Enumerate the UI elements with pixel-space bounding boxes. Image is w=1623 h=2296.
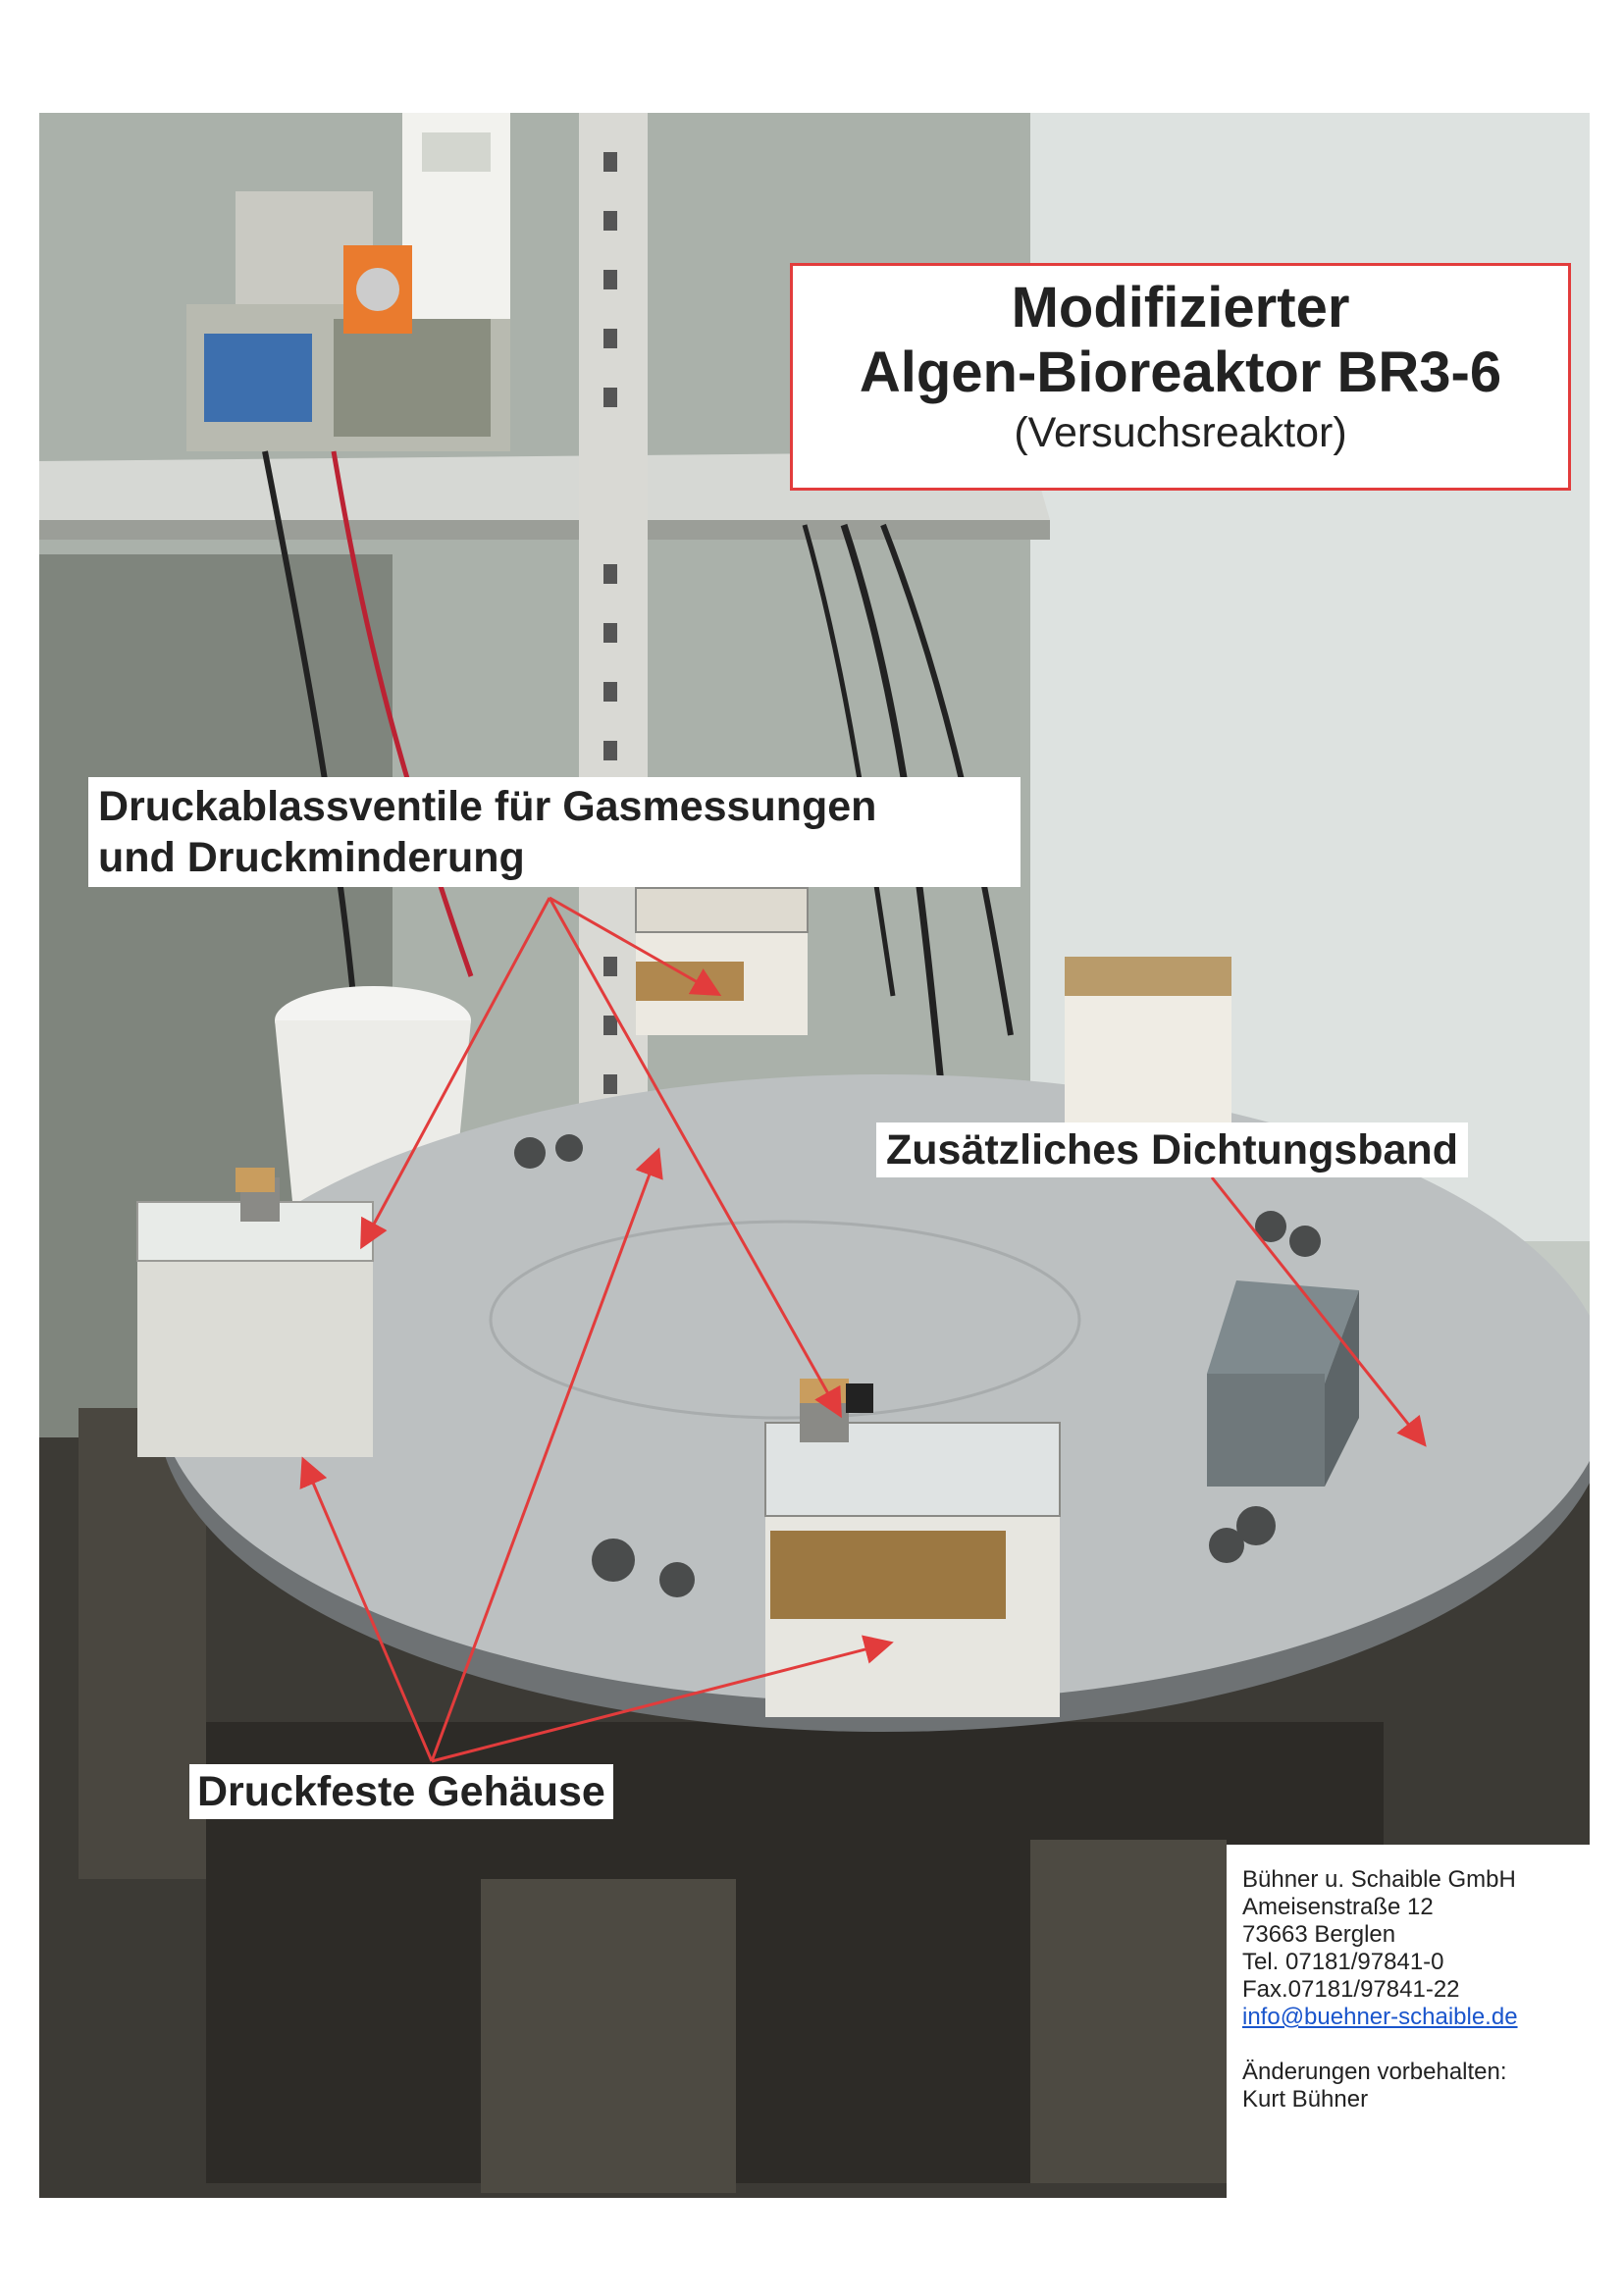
label-druckablass-line-1: Druckablassventile für Gasmessungen [98, 783, 877, 830]
contact-panel-visible: Bühner u. Schaible GmbH Ameisenstraße 12… [1227, 1845, 1590, 2198]
housing-center-back [635, 887, 809, 1035]
contact-author: Kurt Bühner [1242, 2086, 1369, 2113]
arrow-dichtungsband [1210, 1176, 1427, 1447]
title-box: Modifizierter Algen-Bioreaktor BR3-6 (Ve… [790, 263, 1571, 491]
label-dichtungsband: Zusätzliches Dichtungsband [876, 1122, 1468, 1177]
arrow-valve-left [360, 897, 551, 1250]
arrow-valve-back [549, 896, 722, 996]
arrow-valve-front [548, 897, 842, 1419]
label-druckablassventile: Druckablassventile für Gasmessungen und … [88, 777, 1021, 887]
arrow-gehaeuse-front [431, 1635, 894, 1763]
contact-company: Bühner u. Schaible GmbH [1242, 1866, 1516, 1893]
label-druckfeste-gehaeuse: Druckfeste Gehäuse [189, 1764, 613, 1819]
contact-spacer [1242, 2031, 1580, 2059]
housing-right-back [1065, 957, 1231, 1143]
contact-note: Änderungen vorbehalten: [1242, 2059, 1507, 2085]
arrow-gehaeuse-back [430, 1147, 663, 1762]
contact-tel: Tel. 07181/97841-0 [1242, 1949, 1444, 1975]
title-line-2: Algen-Bioreaktor BR3-6 [859, 340, 1502, 404]
housing-center-front [764, 1379, 1061, 1717]
arrow-gehaeuse-left [299, 1456, 434, 1762]
housing-right-grey [1207, 1280, 1359, 1487]
label-druckablass-line-2: und Druckminderung [98, 834, 525, 881]
title-line-3: (Versuchsreaktor) [1014, 409, 1347, 456]
contact-city: 73663 Berglen [1242, 1921, 1396, 1948]
housing-left [136, 1168, 374, 1457]
title-line-1: Modifizierter [1011, 276, 1350, 339]
contact-email-link[interactable]: info@buehner-schaible.de [1242, 2004, 1518, 2030]
contact-fax: Fax.07181/97841-22 [1242, 1976, 1460, 2003]
contact-street: Ameisenstraße 12 [1242, 1894, 1434, 1920]
